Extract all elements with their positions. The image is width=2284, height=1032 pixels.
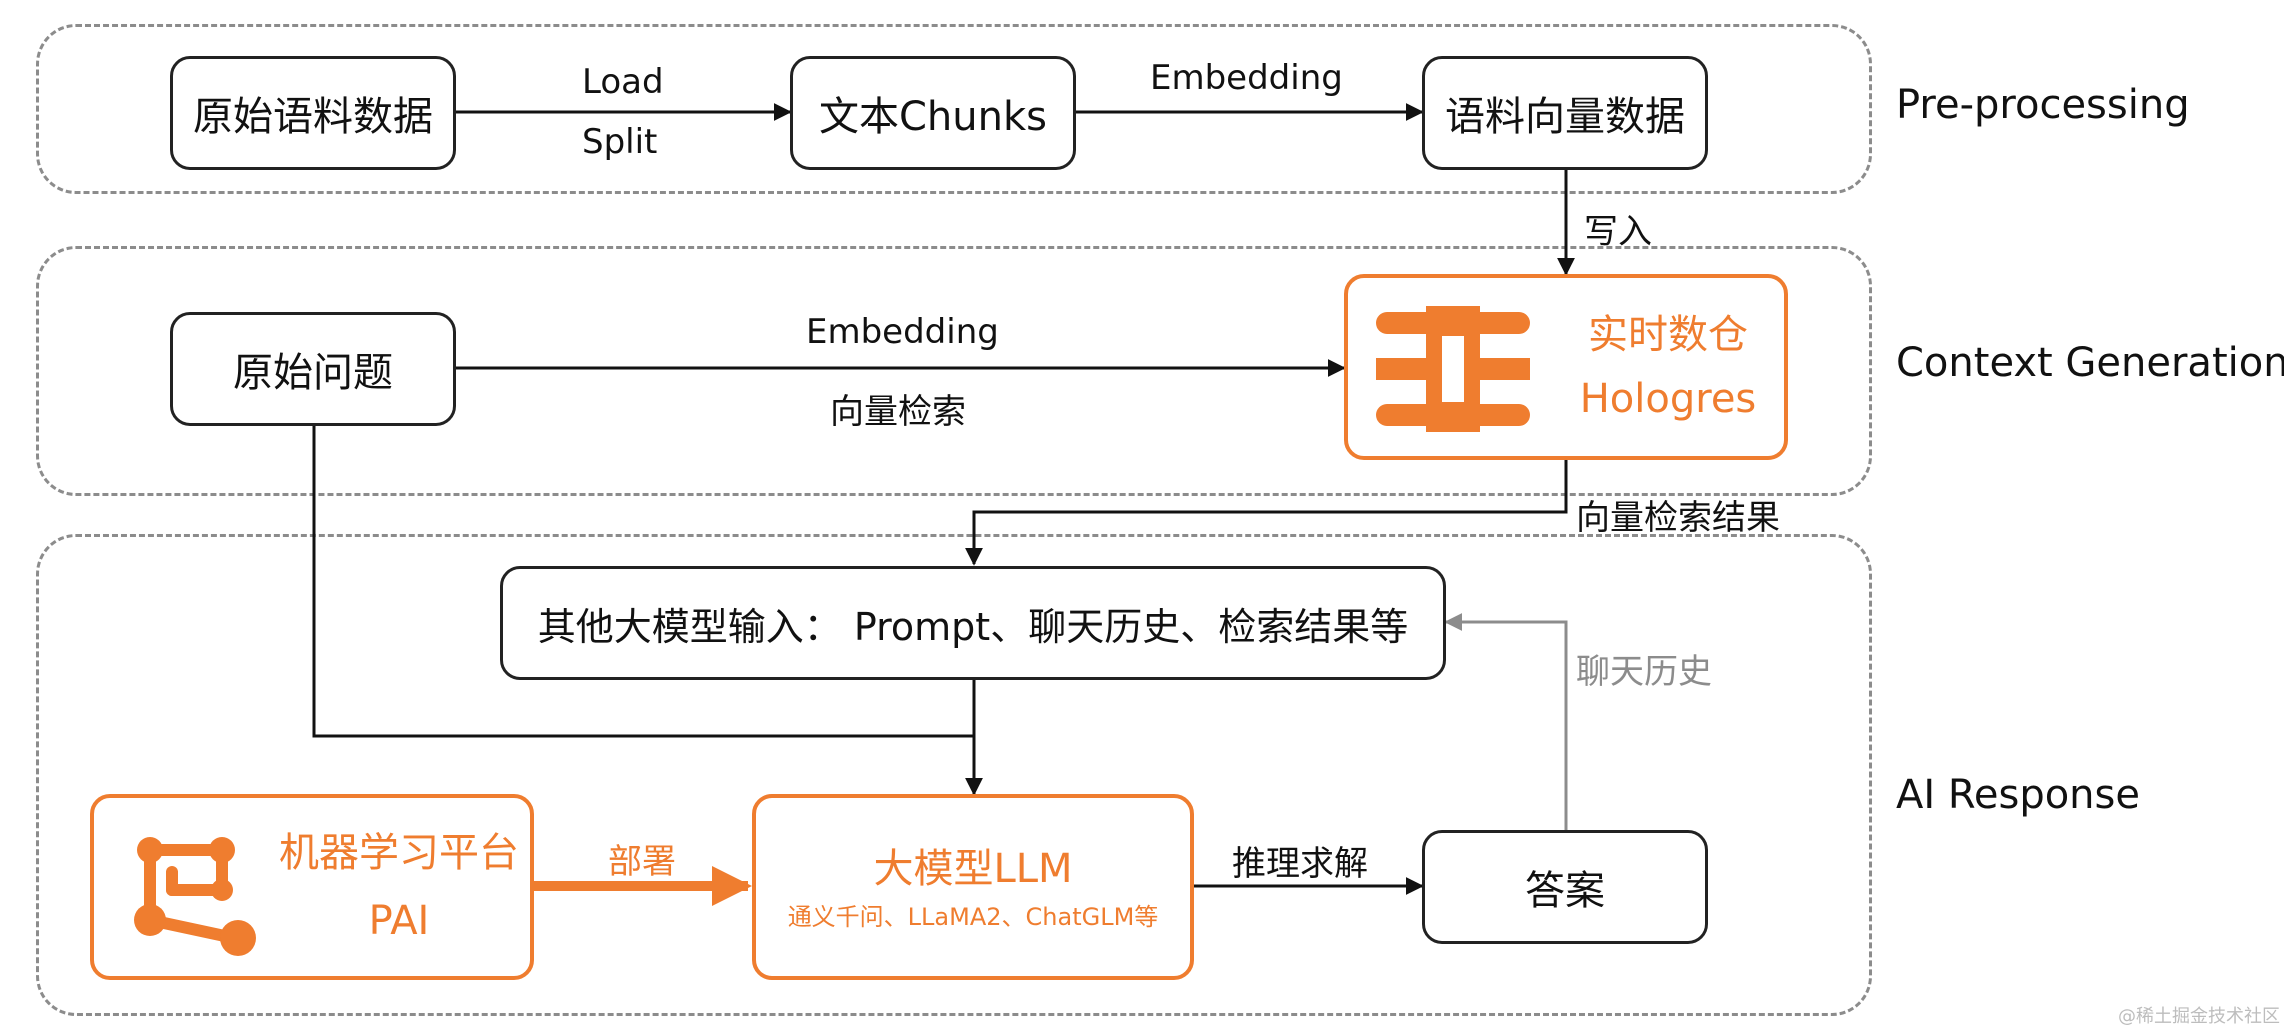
stage-label-context-generation: Context Generation bbox=[1896, 340, 2284, 386]
node-other-llm-inputs: 其他大模型输入： Prompt、聊天历史、检索结果等 bbox=[500, 566, 1446, 680]
node-ml-platform: 机器学习平台 PAI bbox=[90, 794, 534, 980]
edge-label-load: Load bbox=[582, 62, 664, 102]
llm-subtitle: 通义千问、LLaMA2、ChatGLM等 bbox=[787, 903, 1159, 931]
llm-title: 大模型LLM bbox=[873, 846, 1073, 892]
node-corpus-vectors: 语料向量数据 bbox=[1422, 56, 1708, 170]
edge-answer-to-inputs bbox=[1444, 613, 1568, 830]
ml-platform-graph-icon bbox=[130, 828, 260, 958]
edge-label-deploy: 部署 bbox=[608, 842, 676, 882]
edge-label-vector-search: 向量检索 bbox=[830, 392, 966, 432]
node-answer: 答案 bbox=[1422, 830, 1708, 944]
edge-label-split: Split bbox=[582, 122, 658, 162]
context-generation-stage bbox=[36, 246, 1872, 496]
edge-hologres-to-inputs bbox=[965, 460, 1568, 566]
watermark: @稀土掘金技术社区 bbox=[2118, 1006, 2280, 1027]
node-raw-question: 原始问题 bbox=[170, 312, 456, 426]
stage-label-ai-response: AI Response bbox=[1896, 772, 2140, 818]
edge-question-to-llm bbox=[312, 424, 974, 738]
ai-response-stage bbox=[36, 534, 1872, 1016]
realtime-warehouse-subtitle: Hologres bbox=[1579, 376, 1757, 422]
database-icon bbox=[1376, 306, 1530, 432]
node-raw-corpus: 原始语料数据 bbox=[170, 56, 456, 170]
node-llm: 大模型LLM 通义千问、LLaMA2、ChatGLM等 bbox=[752, 794, 1194, 980]
preprocessing-stage bbox=[36, 24, 1872, 194]
edge-label-chat-history: 聊天历史 bbox=[1576, 652, 1712, 692]
edge-label-vector-search-result: 向量检索结果 bbox=[1576, 498, 1780, 538]
edge-label-write: 写入 bbox=[1584, 212, 1652, 252]
node-realtime-warehouse: 实时数仓 Hologres bbox=[1344, 274, 1788, 460]
edge-label-embedding-2: Embedding bbox=[806, 312, 999, 352]
node-text-chunks: 文本Chunks bbox=[790, 56, 1076, 170]
realtime-warehouse-title: 实时数仓 bbox=[1588, 312, 1748, 358]
ml-platform-title: 机器学习平台 bbox=[279, 830, 519, 876]
edge-label-inference: 推理求解 bbox=[1232, 844, 1368, 884]
ml-platform-subtitle: PAI bbox=[368, 898, 430, 944]
stage-label-preprocessing: Pre-processing bbox=[1896, 82, 2190, 128]
edge-label-embedding-1: Embedding bbox=[1150, 58, 1343, 98]
